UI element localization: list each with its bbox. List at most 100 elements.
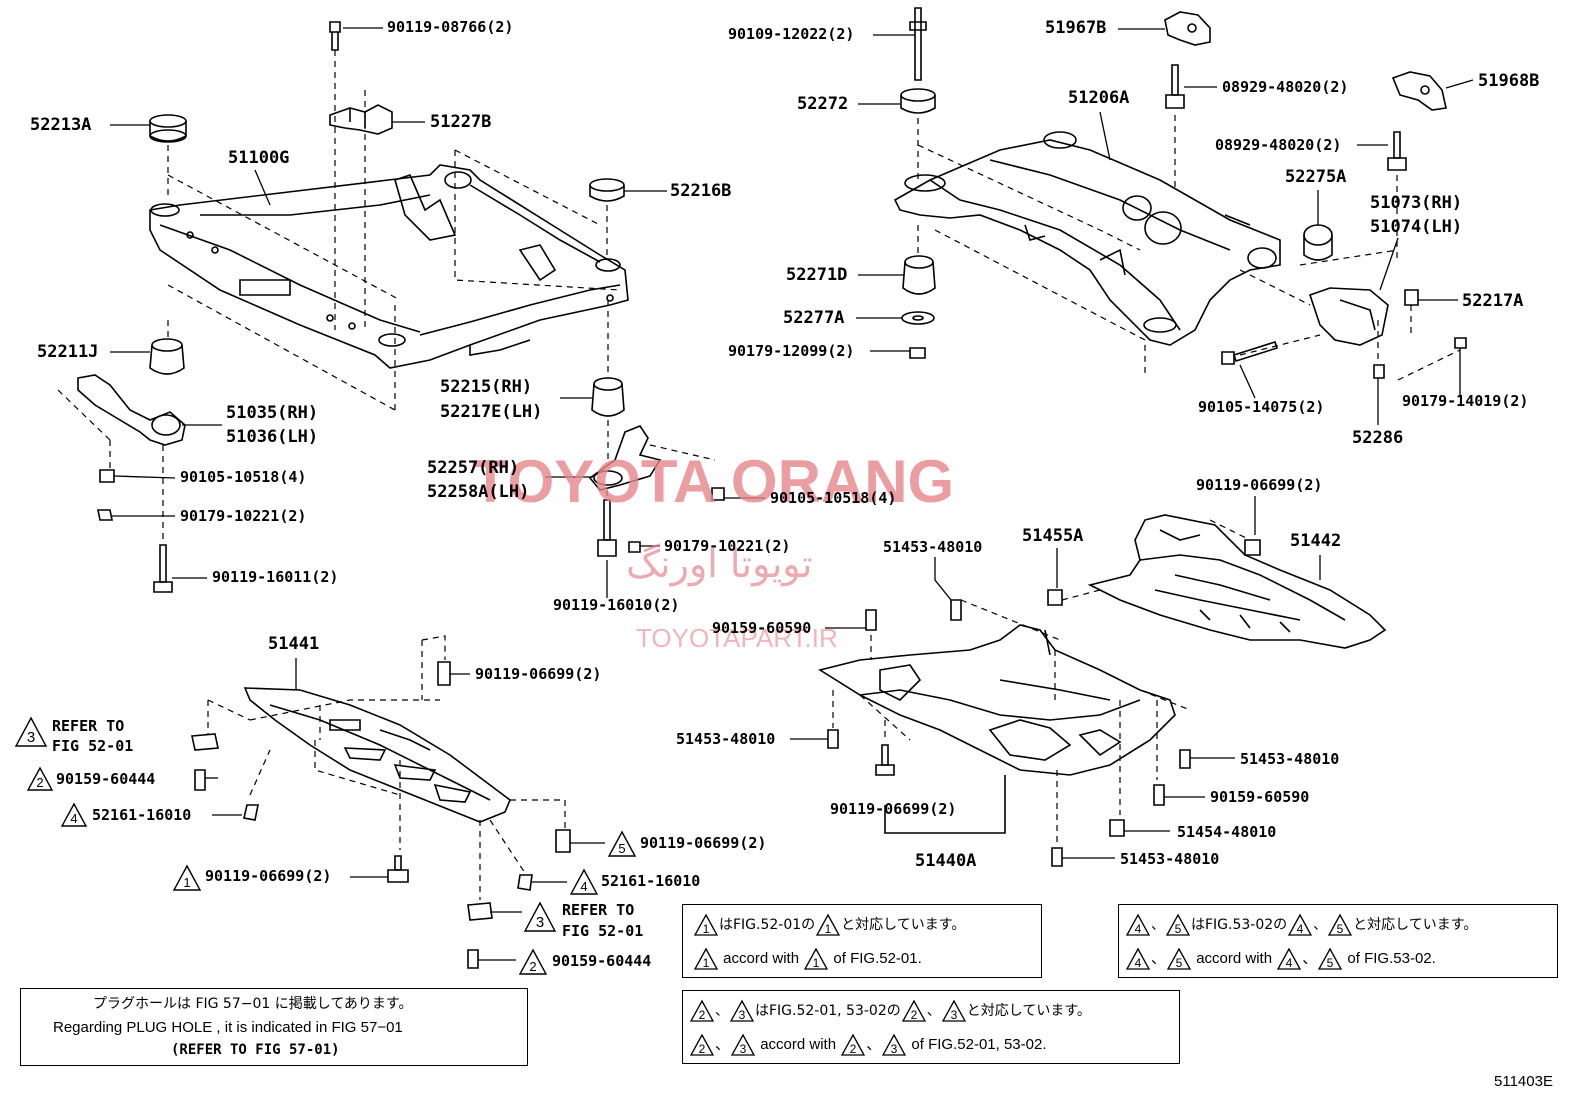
part-label-90159-60590-b: 90159-60590 bbox=[1210, 788, 1310, 806]
refer-to-label-b: REFER TO bbox=[562, 901, 635, 919]
part-label-52217e: 52217E(LH) bbox=[440, 402, 543, 422]
part-label-90179-10221-b: 90179-10221(2) bbox=[664, 537, 791, 555]
bushing-52215 bbox=[591, 377, 625, 417]
part-label-08929-48020-b: 08929-48020(2) bbox=[1215, 136, 1342, 154]
bracket-52257 bbox=[588, 425, 662, 491]
bushing-52272 bbox=[900, 88, 936, 114]
bracket-51073 bbox=[1308, 287, 1389, 346]
svg-text:1: 1 bbox=[825, 922, 832, 936]
bolt-90105-10518-b bbox=[711, 487, 725, 501]
svg-text:5: 5 bbox=[1337, 922, 1344, 936]
part-label-52272: 52272 bbox=[797, 94, 849, 114]
svg-text:1: 1 bbox=[183, 875, 190, 890]
part-label-51453-48010-top: 51453-48010 bbox=[883, 538, 983, 556]
refer-to-label-a: REFER TO bbox=[52, 717, 125, 735]
part-label-51442: 51442 bbox=[1290, 531, 1342, 551]
part-label-90119-06699-r: 90119-06699(2) bbox=[1196, 476, 1323, 494]
part-label-90119-06699-t: 90119-06699(2) bbox=[475, 665, 602, 683]
clip-51454 bbox=[1109, 819, 1125, 837]
part-label-51100g: 51100G bbox=[228, 148, 290, 168]
part-label-90119-06699-5: 90119-06699(2) bbox=[640, 834, 767, 852]
triangle-mark-3-b: 3 bbox=[523, 901, 557, 933]
svg-text:2: 2 bbox=[699, 1008, 706, 1022]
plug-hole-note-en: Regarding PLUG HOLE , it is indicated in… bbox=[53, 1019, 403, 1036]
bolt-08929-48020-a bbox=[1165, 64, 1185, 109]
guide-lines-front bbox=[57, 50, 716, 540]
part-label-52286: 52286 bbox=[1352, 428, 1404, 448]
bolt-90119-06699-1 bbox=[387, 855, 409, 883]
triangle-mark-4-b: 4 bbox=[569, 868, 599, 896]
part-label-52257: 52257(RH) bbox=[427, 458, 520, 478]
part-label-52216b: 52216B bbox=[670, 181, 732, 201]
triangle-mark-1-c: 1 bbox=[816, 913, 841, 936]
part-label-90179-10221-a: 90179-10221(2) bbox=[180, 507, 307, 525]
note-triangle-4-5-en: 4、5 accord with 4、5 of FIG.53-02. bbox=[1125, 947, 1436, 971]
svg-text:3: 3 bbox=[950, 1008, 957, 1022]
leader-lines bbox=[110, 27, 1474, 961]
stud-90109-12022 bbox=[909, 7, 927, 81]
guide-lines-rear bbox=[917, 115, 1461, 381]
part-label-51453-48010-bot: 51453-48010 bbox=[1120, 850, 1220, 868]
stud-52286 bbox=[1373, 364, 1385, 379]
fig-52-01-label-b: FIG 52-01 bbox=[562, 922, 644, 940]
diagram-code: 511403E bbox=[1494, 1073, 1553, 1090]
bracket-51440a-callout bbox=[884, 775, 1006, 834]
part-label-52217a: 52217A bbox=[1462, 291, 1524, 311]
svg-text:2: 2 bbox=[529, 959, 536, 974]
svg-text:2: 2 bbox=[699, 1042, 706, 1056]
bolt-90119-06699-t bbox=[437, 661, 451, 686]
part-label-51073: 51073(RH) bbox=[1370, 193, 1463, 213]
nut-90179-10221-b bbox=[628, 541, 641, 553]
bushing-52213a bbox=[149, 114, 187, 143]
part-label-51227b: 51227B bbox=[430, 112, 492, 132]
watermark-brand-fa: تویوتا اورنگ bbox=[626, 542, 813, 586]
note-triangle-1-en: 1 accord with 1 of FIG.52-01. bbox=[693, 947, 922, 971]
clip-51453-top bbox=[950, 599, 962, 621]
svg-text:5: 5 bbox=[1175, 922, 1182, 936]
bolt-90159-60444-a bbox=[194, 769, 206, 791]
part-label-90179-14019: 90179-14019(2) bbox=[1402, 392, 1529, 410]
part-label-90119-16010: 90119-16010(2) bbox=[553, 596, 680, 614]
part-label-51968b: 51968B bbox=[1478, 71, 1540, 91]
part-label-51440a: 51440A bbox=[915, 851, 977, 871]
bolt-90159-60590-a bbox=[865, 609, 877, 631]
bushing-52211j bbox=[149, 338, 185, 375]
engine-under-cover-51440a bbox=[817, 624, 1176, 776]
clip-51455a bbox=[1047, 589, 1063, 606]
svg-text:5: 5 bbox=[1327, 956, 1334, 970]
part-label-90105-14075: 90105-14075(2) bbox=[1198, 398, 1325, 416]
svg-text:4: 4 bbox=[1135, 956, 1142, 970]
svg-text:4: 4 bbox=[1297, 922, 1304, 936]
svg-text:4: 4 bbox=[1286, 956, 1293, 970]
part-label-51206a: 51206A bbox=[1068, 88, 1130, 108]
part-label-90159-60444-b: 90159-60444 bbox=[552, 952, 652, 970]
triangle-mark-1-e: 1 bbox=[804, 947, 829, 970]
bolt-52217a bbox=[1404, 289, 1419, 306]
nut-ref-3-b bbox=[467, 902, 493, 921]
part-label-51454-48010: 51454-48010 bbox=[1177, 823, 1277, 841]
watermark-brand: TOYOTA ORANG bbox=[472, 448, 955, 515]
plug-hole-note-ref: (REFER TO FIG 57-01) bbox=[171, 1042, 340, 1058]
part-label-90119-06699-m: 90119-06699(2) bbox=[830, 800, 957, 818]
part-label-52275a: 52275A bbox=[1285, 167, 1347, 187]
svg-text:1: 1 bbox=[703, 956, 710, 970]
note-triangle-2-3-en: 2、3 accord with 2、3 of FIG.52-01, 53-02. bbox=[689, 1033, 1047, 1057]
bolt-90159-60444-b bbox=[467, 949, 479, 969]
washer-52277a bbox=[901, 311, 935, 325]
svg-text:2: 2 bbox=[850, 1042, 857, 1056]
bracket-51227b bbox=[329, 104, 393, 135]
part-label-08929-48020-a: 08929-48020(2) bbox=[1222, 78, 1349, 96]
nut-90179-12099 bbox=[909, 347, 926, 359]
guide-lines-cover bbox=[832, 519, 1251, 845]
bolt-90119-16010 bbox=[597, 499, 617, 557]
part-label-90105-10518-b: 90105-10518(4) bbox=[770, 489, 897, 507]
svg-text:4: 4 bbox=[1135, 922, 1142, 936]
clip-51453-right bbox=[1179, 749, 1191, 769]
guide-lines-plate bbox=[207, 635, 566, 900]
triangle-mark-1-d: 1 bbox=[693, 947, 719, 970]
